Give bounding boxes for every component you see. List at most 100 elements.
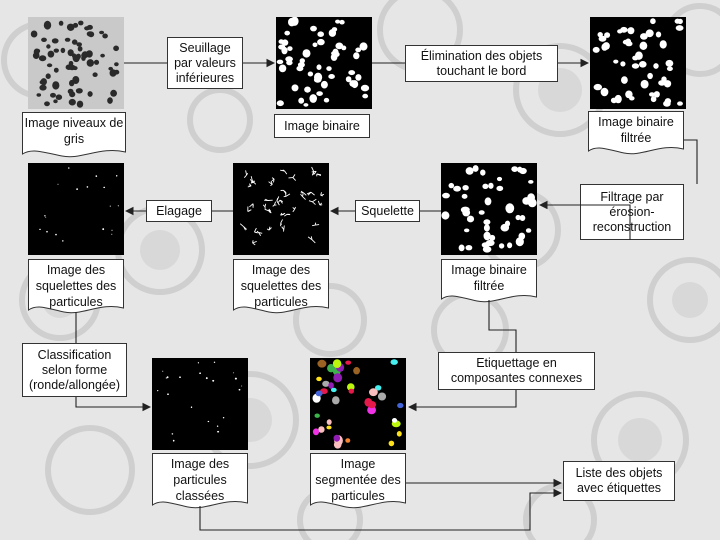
skeleton-branch xyxy=(313,171,317,175)
skeleton-branch xyxy=(316,173,322,177)
skeleton-branch xyxy=(247,209,252,212)
particle xyxy=(478,210,485,215)
particle xyxy=(466,215,475,223)
particle xyxy=(367,401,377,409)
segmented-particles-image xyxy=(310,358,406,450)
classified-document-label: Image des particules classées xyxy=(170,457,230,503)
particle xyxy=(45,73,51,79)
particle xyxy=(53,99,58,104)
skeleton-branch xyxy=(247,185,252,188)
skeleton-branch xyxy=(311,239,316,244)
particle xyxy=(317,359,327,368)
particle xyxy=(64,37,71,42)
particle xyxy=(507,242,513,249)
particle xyxy=(617,29,623,34)
particle xyxy=(391,418,398,423)
skeleton-document-label: Image des squelettes des particules xyxy=(240,263,322,309)
particle xyxy=(332,359,342,368)
grayscale-document-label: Image niveaux de gris xyxy=(24,116,124,146)
particle xyxy=(488,182,494,189)
particle xyxy=(665,59,674,67)
particle xyxy=(217,430,220,433)
particle xyxy=(276,100,284,107)
particle xyxy=(482,183,489,189)
particle xyxy=(655,31,662,38)
skeleton-branch xyxy=(273,201,277,206)
particle xyxy=(179,376,181,378)
particle xyxy=(320,80,328,89)
skeleton-branch xyxy=(319,202,323,206)
filtered-binary-document-1-label: Image binaire filtrée xyxy=(598,115,674,145)
particle xyxy=(496,176,503,182)
skeleton-branch xyxy=(243,226,246,231)
particle xyxy=(326,425,332,430)
particle xyxy=(640,33,648,40)
particle xyxy=(68,98,76,106)
particle xyxy=(172,439,175,442)
particle xyxy=(604,32,611,38)
particle xyxy=(278,44,286,50)
particle xyxy=(77,46,83,52)
particle xyxy=(369,388,378,397)
particle xyxy=(351,80,359,89)
skeleton-branch xyxy=(266,228,270,231)
particle xyxy=(483,219,491,225)
particle xyxy=(232,372,235,374)
skeleton-branch xyxy=(280,212,286,216)
skeleton-image xyxy=(233,163,329,255)
particle xyxy=(326,66,332,71)
particle xyxy=(86,31,94,37)
particle xyxy=(291,84,299,92)
particle xyxy=(67,49,74,57)
particle xyxy=(328,382,334,389)
particle xyxy=(484,197,492,206)
particle xyxy=(505,203,515,214)
particle xyxy=(377,392,387,401)
particle xyxy=(465,167,474,175)
particle xyxy=(388,440,395,447)
particle xyxy=(396,431,402,437)
particle xyxy=(348,70,356,76)
particle xyxy=(602,42,610,50)
particle xyxy=(60,47,66,54)
particle xyxy=(309,94,317,103)
particle xyxy=(287,46,293,51)
skeleton-branch xyxy=(294,206,296,210)
particle xyxy=(284,30,290,36)
particle xyxy=(72,54,80,63)
particle xyxy=(464,228,470,233)
particle xyxy=(165,377,168,379)
binary-image xyxy=(276,17,372,109)
skeleton-branch xyxy=(258,232,263,234)
skeleton-branch xyxy=(250,176,253,182)
particle xyxy=(157,390,159,392)
particle xyxy=(355,47,362,53)
particle xyxy=(51,38,59,44)
particle xyxy=(288,17,296,27)
particle xyxy=(666,66,673,72)
particle xyxy=(234,377,237,380)
skeleton-branch xyxy=(307,236,313,241)
particle xyxy=(222,417,225,419)
particle xyxy=(658,80,666,86)
skeleton-branch xyxy=(306,191,312,195)
particle xyxy=(330,387,337,393)
particle xyxy=(113,69,120,75)
particle xyxy=(102,33,108,39)
particle xyxy=(307,71,314,77)
particle xyxy=(52,81,60,90)
particle xyxy=(647,72,653,80)
particle xyxy=(117,205,119,207)
particle xyxy=(323,97,330,103)
skeleton-branch xyxy=(271,178,275,182)
classified-particles-image xyxy=(152,358,248,450)
particle xyxy=(448,182,455,189)
pruned-skeleton-image xyxy=(28,163,124,255)
particle xyxy=(600,87,609,97)
skeleton-branch xyxy=(249,203,254,208)
particle xyxy=(58,20,64,26)
particle xyxy=(328,74,335,79)
particle xyxy=(519,215,526,221)
particle xyxy=(30,30,38,38)
particle xyxy=(113,45,119,52)
